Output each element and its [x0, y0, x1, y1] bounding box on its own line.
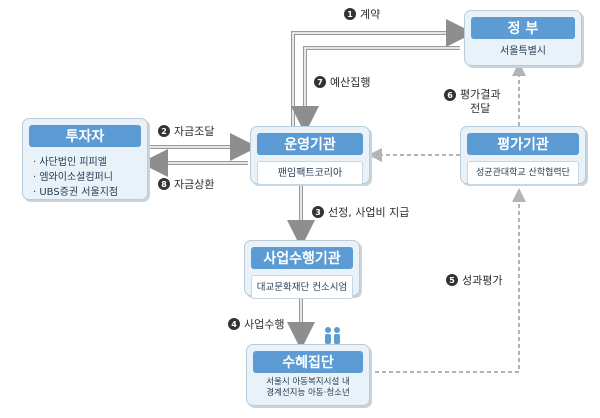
investor-title: 투자자	[29, 125, 141, 147]
beneficiary-title: 수혜집단	[253, 351, 363, 373]
step-8-text: 자금상환	[174, 178, 215, 191]
operator-sub: 팬임팩트코리아	[257, 161, 363, 185]
government-title: 정 부	[471, 17, 575, 39]
executor-title: 사업수행기관	[251, 247, 353, 269]
step-3-label: 3 선정, 사업비 지급	[312, 204, 409, 220]
investor-box: 투자자 · 사단법인 피피엘 · 엠와이소셜컴퍼니 · UBS증권 서울지점	[22, 118, 148, 200]
step-6-label: 6 평가결과 전달	[444, 88, 500, 116]
executor-sub: 대교문화재단 컨소시엄	[251, 275, 353, 299]
step-8-label: 8 자금상환	[158, 176, 214, 192]
step-1-label: 1 계약	[344, 6, 380, 22]
step-2-label: 2 자금조달	[158, 123, 214, 139]
step-8-number: 8	[158, 178, 170, 190]
operator-title: 운영기관	[257, 133, 363, 155]
step-5-number: 5	[446, 274, 458, 286]
step-4-label: 4 사업수행	[228, 316, 284, 332]
arrow-budget	[291, 46, 460, 134]
step-3-number: 3	[312, 206, 324, 218]
step-5-label: 5 성과평가	[446, 272, 502, 288]
evaluator-box: 평가기관 성균관대학교 산학협력단	[460, 126, 586, 185]
investor-item: · 엠와이소셜컴퍼니	[33, 172, 113, 183]
step-2-text: 자금조달	[174, 125, 215, 138]
beneficiary-sub-line1: 서울시 아동복지시설 내	[266, 377, 350, 387]
beneficiary-sub-line2: 경계선지능 아동·청소년	[266, 388, 350, 398]
investor-item: · 사단법인 피피엘	[33, 157, 107, 168]
step-3-text: 선정, 사업비 지급	[328, 206, 410, 219]
step-6-text-2: 전달	[470, 102, 491, 115]
arrow-evaluation	[368, 188, 526, 373]
step-4-number: 4	[228, 318, 240, 330]
beneficiary-sub: 서울시 아동복지시설 내 경계선지능 아동·청소년	[253, 377, 363, 399]
executor-box: 사업수행기관 대교문화재단 컨소시엄	[244, 240, 360, 299]
investor-item: · UBS증권 서울지점	[33, 187, 119, 198]
step-7-number: 7	[314, 76, 326, 88]
evaluator-title: 평가기관	[467, 133, 579, 155]
people-icon	[325, 327, 340, 344]
operator-box: 운영기관 팬임팩트코리아	[250, 126, 370, 185]
government-sub: 서울특별시	[500, 46, 546, 57]
step-7-text: 예산집행	[330, 76, 371, 89]
government-box: 정 부 서울특별시	[464, 10, 582, 66]
investor-list: · 사단법인 피피엘 · 엠와이소셜컴퍼니 · UBS증권 서울지점	[33, 155, 118, 200]
step-7-label: 7 예산집행	[314, 74, 370, 90]
step-6-number: 6	[444, 89, 456, 101]
step-5-text: 성과평가	[462, 274, 503, 287]
step-6-text-1: 평가결과	[460, 88, 501, 101]
beneficiary-box: 수혜집단 서울시 아동복지시설 내 경계선지능 아동·청소년	[246, 344, 370, 406]
step-1-text: 계약	[360, 8, 381, 21]
step-2-number: 2	[158, 125, 170, 137]
evaluator-sub: 성균관대학교 산학협력단	[467, 161, 579, 185]
step-1-number: 1	[344, 8, 356, 20]
step-4-text: 사업수행	[244, 318, 285, 331]
